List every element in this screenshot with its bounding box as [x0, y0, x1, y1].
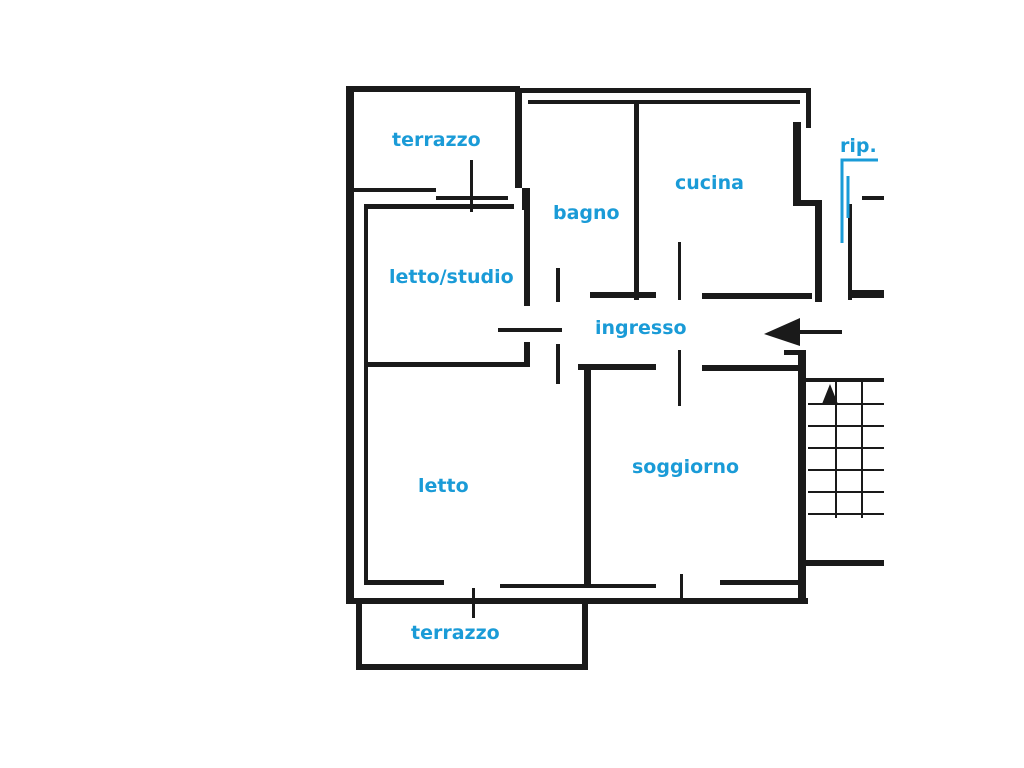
outer-walls [346, 86, 822, 604]
entrance-arrow-icon [764, 318, 842, 346]
label-ingresso: ingresso [595, 317, 687, 339]
label-bagno: bagno [553, 202, 620, 224]
label-cucina: cucina [675, 172, 744, 194]
label-letto: letto [418, 475, 469, 497]
stairs [806, 378, 884, 566]
ripostiglio-walls [840, 158, 884, 300]
label-soggiorno: soggiorno [632, 456, 739, 478]
interior-walls [364, 88, 812, 618]
label-letto-studio: letto/studio [389, 266, 514, 288]
label-terrazzo-bottom: terrazzo [411, 622, 500, 644]
label-terrazzo-top: terrazzo [392, 129, 481, 151]
bottom-terrazzo-walls [356, 604, 588, 670]
stairs-up-arrow-icon [822, 384, 838, 404]
label-rip: rip. [840, 135, 877, 157]
